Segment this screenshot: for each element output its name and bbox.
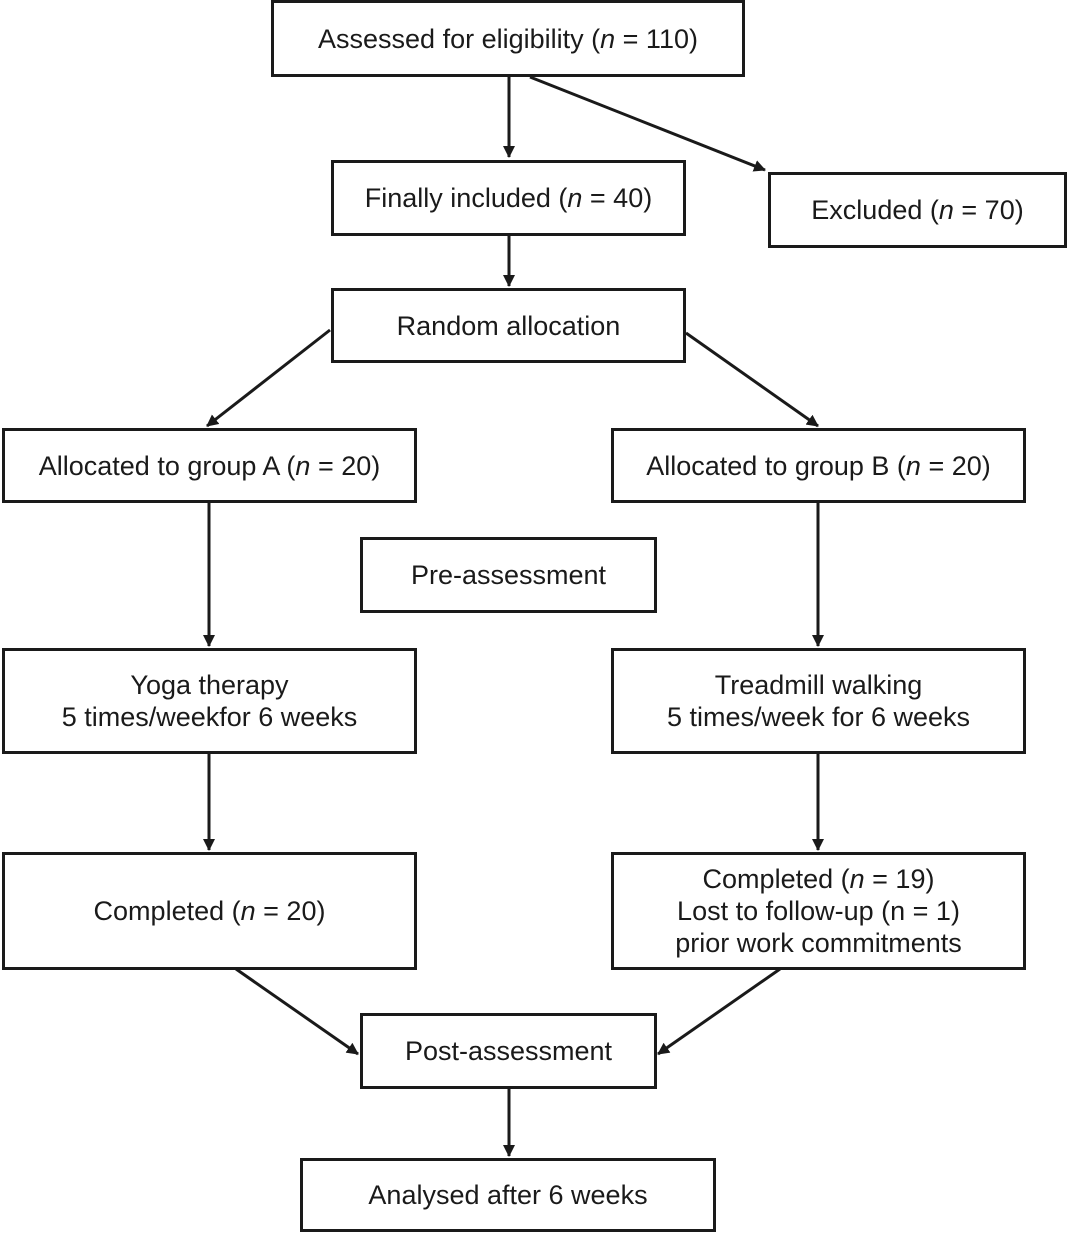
node-variable: n bbox=[240, 896, 256, 926]
node-text: 5 times/week for 6 weeks bbox=[666, 702, 971, 732]
node-line: Excluded (n = 70) bbox=[811, 194, 1023, 226]
node-text: prior work commitments bbox=[675, 928, 962, 958]
included-node: Finally included (n = 40) bbox=[331, 160, 686, 236]
node-text: = 110) bbox=[615, 23, 698, 54]
node-text: = 20) bbox=[310, 450, 381, 481]
node-text: = 19) bbox=[864, 864, 935, 894]
node-line: Assessed for eligibility (n = 110) bbox=[318, 23, 698, 55]
completed-b-node: Completed (n = 19)Lost to follow-up (n =… bbox=[611, 852, 1026, 970]
node-line: Allocated to group B (n = 20) bbox=[646, 450, 990, 482]
post-assessment-node: Post-assessment bbox=[360, 1013, 657, 1089]
node-text: = 70) bbox=[953, 195, 1024, 225]
node-text: Excluded ( bbox=[811, 195, 939, 225]
node-text: Pre-assessment bbox=[410, 560, 607, 590]
node-variable: n bbox=[600, 23, 616, 54]
node-line: Allocated to group A (n = 20) bbox=[39, 450, 381, 482]
node-text: Analysed after 6 weeks bbox=[368, 1180, 648, 1210]
node-line: Pre-assessment bbox=[411, 559, 606, 591]
excluded-node: Excluded (n = 70) bbox=[768, 172, 1067, 248]
node-variable: n bbox=[295, 450, 311, 481]
node-line: Random allocation bbox=[397, 310, 621, 342]
node-text: = 40) bbox=[582, 183, 653, 213]
node-line: Treadmill walking bbox=[715, 669, 923, 701]
completed-a-node: Completed (n = 20) bbox=[2, 852, 417, 970]
node-text: Treadmill walking bbox=[714, 670, 923, 700]
arrow-completedA-to-postassess bbox=[235, 967, 359, 1056]
node-line: Yoga therapy bbox=[130, 669, 288, 701]
node-line: Finally included (n = 40) bbox=[365, 182, 652, 214]
group-b-node: Allocated to group B (n = 20) bbox=[611, 428, 1026, 503]
arrow-assessed-to-excluded bbox=[529, 75, 766, 172]
node-text: Assessed for eligibility ( bbox=[318, 23, 601, 54]
node-text: Allocated to group A ( bbox=[38, 450, 296, 481]
node-text: Random allocation bbox=[396, 310, 621, 341]
node-text: Completed ( bbox=[702, 864, 850, 894]
group-a-node: Allocated to group A (n = 20) bbox=[2, 428, 417, 503]
node-variable: n bbox=[905, 450, 921, 481]
node-text: Yoga therapy bbox=[130, 670, 289, 700]
node-variable: n bbox=[849, 864, 865, 894]
arrow-random-to-groupA bbox=[206, 328, 331, 428]
arrow-completedB-to-postassess bbox=[657, 967, 781, 1056]
random-allocation-node: Random allocation bbox=[331, 288, 686, 363]
node-text: Completed ( bbox=[93, 896, 241, 926]
node-text: = 20) bbox=[920, 450, 991, 481]
node-text: = 20) bbox=[255, 896, 326, 926]
node-text: Lost to follow-up (n = 1) bbox=[677, 896, 960, 926]
node-text: Post-assessment bbox=[404, 1036, 613, 1066]
node-line: Post-assessment bbox=[405, 1035, 612, 1067]
node-line: prior work commitments bbox=[675, 927, 962, 959]
node-line: Completed (n = 20) bbox=[94, 895, 326, 927]
node-line: Analysed after 6 weeks bbox=[368, 1179, 647, 1211]
node-text: 5 times/weekfor 6 weeks bbox=[61, 702, 358, 732]
node-text: Finally included ( bbox=[364, 183, 568, 213]
node-text: Allocated to group B ( bbox=[646, 450, 906, 481]
node-line: 5 times/week for 6 weeks bbox=[667, 701, 970, 733]
assessed-node: Assessed for eligibility (n = 110) bbox=[271, 0, 745, 77]
node-variable: n bbox=[938, 195, 954, 225]
arrow-random-to-groupB bbox=[685, 331, 819, 428]
node-variable: n bbox=[567, 183, 583, 213]
node-line: Completed (n = 19) bbox=[703, 863, 935, 895]
analysed-node: Analysed after 6 weeks bbox=[300, 1158, 716, 1232]
node-line: Lost to follow-up (n = 1) bbox=[677, 895, 960, 927]
pre-assessment-node: Pre-assessment bbox=[360, 537, 657, 613]
node-line: 5 times/weekfor 6 weeks bbox=[62, 701, 358, 733]
